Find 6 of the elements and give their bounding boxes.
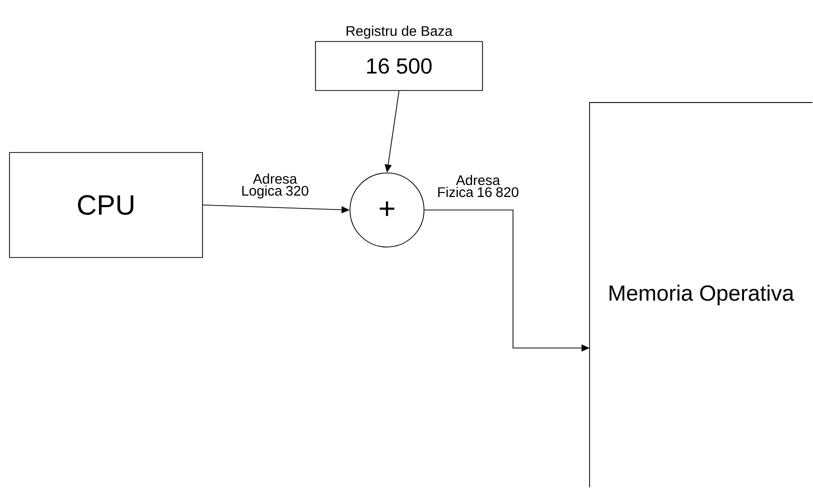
edge-label: Adresa Fizica 16 820 xyxy=(438,174,518,198)
edge-label: Adresa Logica 320 xyxy=(242,174,308,198)
process-box: CPU xyxy=(9,152,203,258)
node-label: Registru de Baza xyxy=(346,26,452,39)
register-box: 16 500 Registru de Baza xyxy=(315,26,483,91)
memory-block: Memoria Operativa xyxy=(589,102,813,488)
